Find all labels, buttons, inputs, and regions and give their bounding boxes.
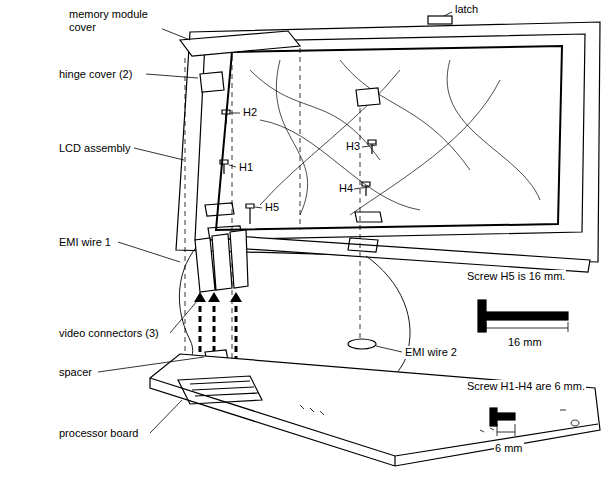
latch-tab — [428, 16, 452, 24]
arrow-head — [194, 292, 242, 302]
screw-head — [490, 408, 497, 426]
leader-line — [98, 12, 452, 433]
screw-label: H1 — [238, 161, 254, 174]
base-edge — [150, 378, 598, 466]
assembly-guide — [185, 48, 360, 362]
lcd-back-cover — [176, 22, 600, 262]
screw-shaft — [497, 413, 515, 420]
dimension-line — [486, 322, 568, 332]
part-label: hinge cover (2) — [58, 68, 133, 81]
screw-label: H5 — [264, 201, 280, 214]
part-label: memory module cover — [68, 8, 162, 34]
part-label: latch — [454, 3, 479, 16]
lcd-bezel — [195, 34, 585, 240]
part-label: EMI wire 2 — [404, 346, 458, 359]
hinge-bar — [233, 236, 590, 272]
part-label: LCD assembly — [58, 142, 132, 155]
part-label: EMI wire 1 — [58, 236, 112, 249]
screw-shaft — [486, 312, 568, 320]
lcd-cables — [250, 60, 540, 215]
hinge-cover — [200, 72, 380, 106]
base-case — [150, 354, 600, 466]
dimension-line — [497, 424, 515, 436]
emi-clip — [348, 339, 376, 349]
dimension-label: 16 mm — [507, 336, 543, 349]
part-label: spacer — [58, 366, 93, 379]
processor-board — [178, 376, 262, 404]
screw-label: H4 — [338, 182, 354, 195]
screw — [220, 110, 376, 224]
note-label: Screw H1-H4 are 6 mm. — [466, 380, 586, 393]
video-connector — [195, 230, 248, 292]
screw-label: H3 — [345, 140, 361, 153]
memory-module-cover — [180, 31, 300, 56]
base-detail — [300, 405, 579, 432]
part-label: processor board — [58, 427, 140, 440]
screw-label: H2 — [242, 106, 258, 119]
dimension-label: 6 mm — [494, 442, 524, 455]
part-label: video connectors (3) — [58, 327, 160, 340]
screw-head — [478, 300, 486, 332]
lcd-screen — [216, 46, 562, 230]
note-label: Screw H5 is 16 mm. — [466, 270, 566, 283]
